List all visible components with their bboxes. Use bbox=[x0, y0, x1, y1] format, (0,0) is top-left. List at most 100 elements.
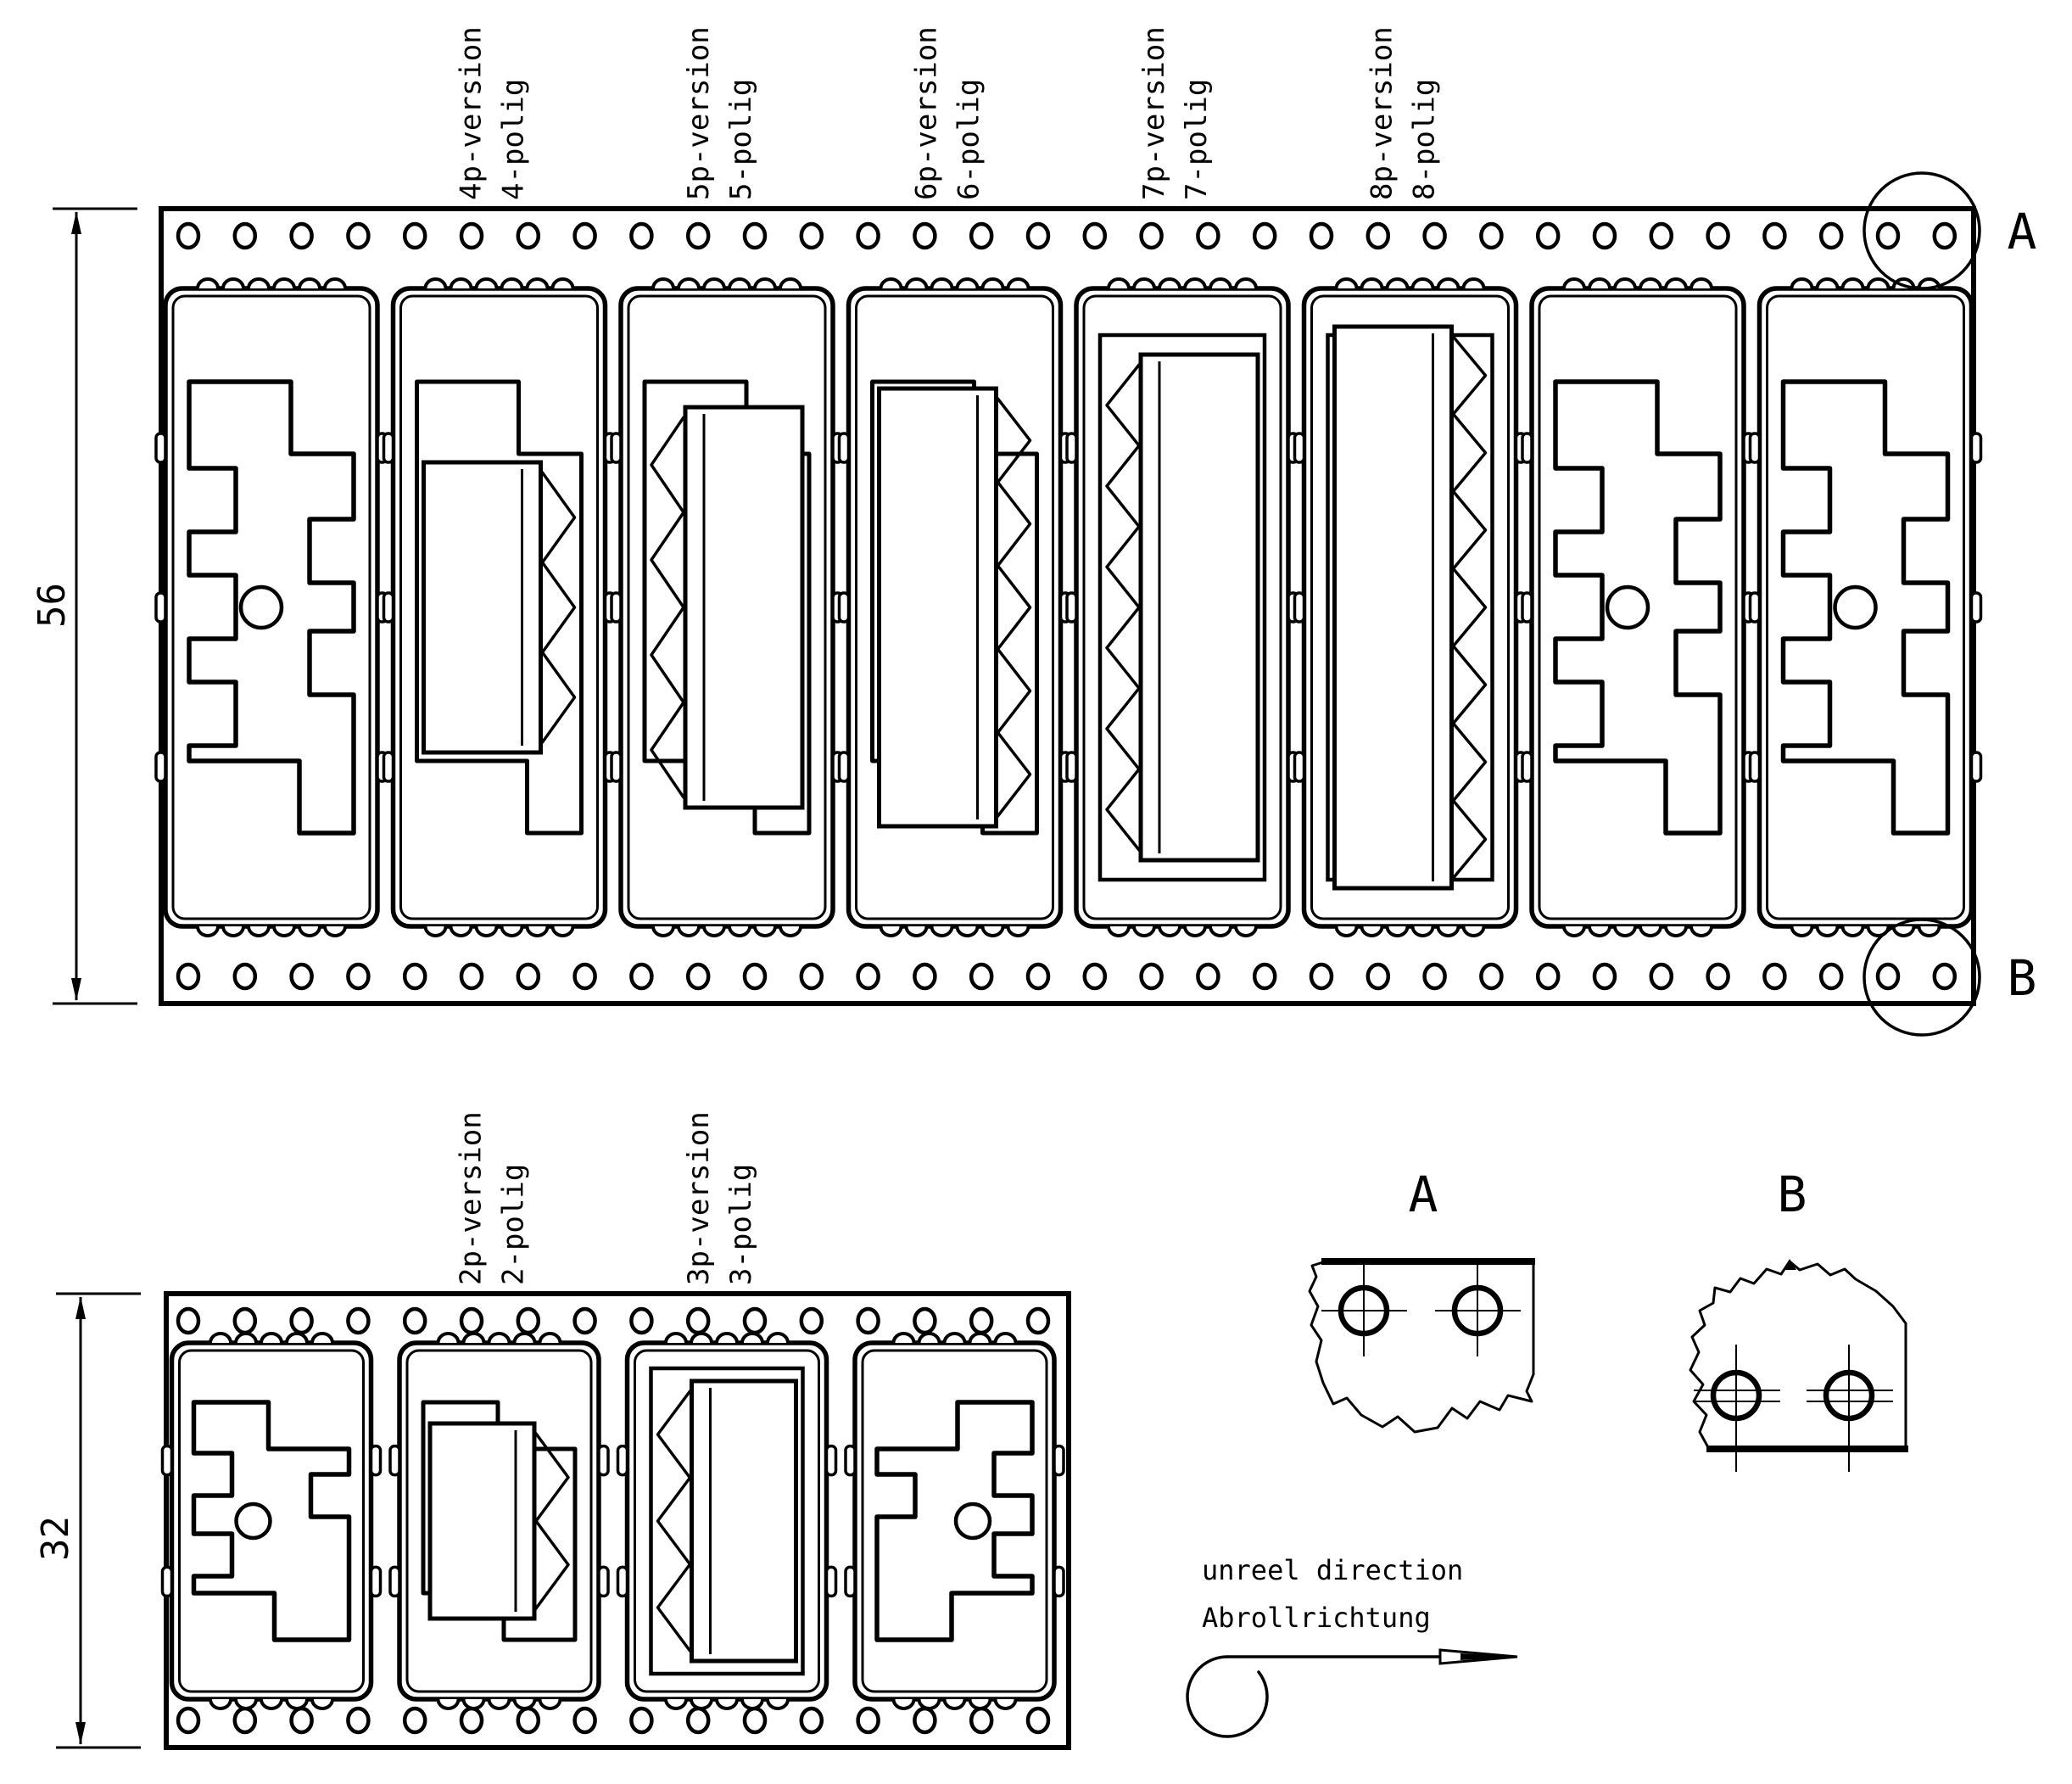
pocket-scallop-bump bbox=[1613, 277, 1637, 290]
sprocket-hole bbox=[176, 962, 201, 991]
pocket-scallop-bump bbox=[980, 277, 1005, 290]
pocket-scallop-bump bbox=[1234, 277, 1258, 290]
pocket-side-tab bbox=[837, 751, 851, 783]
pocket-side-tab bbox=[1053, 1565, 1065, 1598]
pocket-scallop-bump bbox=[1183, 925, 1207, 937]
pocket-scallop-bump bbox=[1562, 277, 1586, 290]
empty-cavity-contour bbox=[1553, 379, 1723, 836]
pocket-side-tab bbox=[597, 1444, 610, 1477]
pocket-scallop-bump bbox=[474, 925, 499, 937]
sprocket-hole bbox=[1422, 221, 1447, 250]
pocket-scallop-bump bbox=[740, 1332, 764, 1345]
sprocket-hole bbox=[1139, 962, 1164, 991]
pocket-side-tab bbox=[1969, 432, 1983, 464]
sprocket-hole bbox=[1535, 221, 1561, 250]
sprocket-hole bbox=[459, 1306, 484, 1335]
detail-marker-letter-b: B bbox=[2008, 949, 2037, 1007]
sprocket-hole bbox=[232, 1706, 258, 1735]
cavity-outline bbox=[649, 1366, 805, 1676]
pocket-scallop-bump bbox=[779, 277, 802, 290]
pocket-scallop-bump bbox=[1385, 277, 1410, 290]
pocket-scallop-bump bbox=[930, 277, 954, 290]
pocket-scallop-bump bbox=[1815, 925, 1840, 937]
sprocket-hole bbox=[969, 962, 994, 991]
connector-latch-zigzag bbox=[534, 1432, 570, 1610]
pocket-scallop-bump bbox=[461, 1697, 486, 1710]
pocket-scallop-bump bbox=[766, 1332, 790, 1345]
pocket-side-tab bbox=[154, 432, 167, 464]
sprocket-hole bbox=[1592, 221, 1617, 250]
sprocket-hole bbox=[913, 221, 937, 250]
sprocket-hole bbox=[913, 962, 937, 991]
pocket-scallop-bump bbox=[728, 925, 751, 937]
sprocket-hole bbox=[402, 1306, 427, 1335]
pocket-scallop-bump bbox=[323, 277, 347, 290]
pocket-side-tab bbox=[844, 1444, 857, 1477]
pocket-scallop-bump bbox=[285, 1697, 309, 1710]
empty-cavity-contour bbox=[874, 1400, 1035, 1642]
pocket-scallop-bump bbox=[904, 925, 929, 937]
sprocket-hole bbox=[1025, 1306, 1051, 1335]
sprocket-hole bbox=[1025, 221, 1051, 250]
sprocket-hole bbox=[1479, 962, 1504, 991]
pocket-side-tab bbox=[1748, 751, 1762, 783]
sprocket-hole bbox=[1082, 962, 1108, 991]
pocket-scallop-bump bbox=[1891, 925, 1916, 937]
detail-view-a: A bbox=[1308, 1166, 1535, 1434]
connector-latch-zigzag bbox=[996, 397, 1032, 818]
pocket-scallop-bump bbox=[1234, 925, 1258, 937]
pocket-label-6p-en: 6p-version bbox=[910, 26, 944, 200]
pocket-scallop-bump bbox=[1183, 277, 1207, 290]
pocket-scallop-bump bbox=[1360, 277, 1384, 290]
pocket-scallop-bump bbox=[1461, 277, 1486, 290]
pocket-outline-inner bbox=[1310, 294, 1510, 920]
sprocket-hole bbox=[572, 221, 597, 250]
sprocket-hole bbox=[1762, 221, 1787, 250]
sprocket-hole bbox=[1932, 962, 1958, 991]
sprocket-hole bbox=[1252, 221, 1277, 250]
sprocket-hole bbox=[1196, 962, 1220, 991]
dimension-56-arrow-down bbox=[71, 978, 81, 1001]
sprocket-hole bbox=[742, 221, 768, 250]
pocket-scallop-bump bbox=[512, 1332, 537, 1345]
pocket-scallop-bump bbox=[538, 1332, 562, 1345]
sprocket-hole bbox=[856, 962, 880, 991]
sprocket-hole bbox=[459, 221, 484, 250]
sprocket-hole bbox=[289, 1706, 314, 1735]
pocket-side-tab bbox=[1748, 432, 1762, 464]
empty-cavity-contour bbox=[187, 379, 356, 836]
pocket-scallop-bump bbox=[1461, 925, 1486, 937]
pocket-label-4p-en: 4p-version bbox=[455, 26, 489, 200]
pocket-scallop-bump bbox=[512, 1697, 537, 1710]
pocket-scallop-bump bbox=[209, 1697, 232, 1710]
pocket-scallop-bump bbox=[1613, 925, 1637, 937]
pocket-side-tab bbox=[1521, 432, 1533, 464]
pocket-label-8p-en: 8p-version bbox=[1366, 26, 1399, 200]
pocket-label-7p-en: 7p-version bbox=[1137, 26, 1171, 200]
pocket-scallop-bump bbox=[525, 277, 550, 290]
pocket-scallop-bump bbox=[260, 1697, 283, 1710]
sprocket-hole bbox=[1196, 221, 1220, 250]
pocket-scallop-bump bbox=[993, 1332, 1018, 1345]
sprocket-hole bbox=[1875, 962, 1901, 991]
sprocket-hole bbox=[1706, 962, 1730, 991]
pocket-scallop-bump bbox=[487, 1332, 511, 1345]
sprocket-hole bbox=[516, 1306, 541, 1335]
pocket-outline bbox=[163, 286, 380, 929]
pocket-scallop-bump bbox=[677, 925, 701, 937]
sprocket-hole bbox=[402, 1706, 427, 1735]
detail-b-torn-edge bbox=[1689, 1260, 1907, 1451]
pocket-scallop-bump bbox=[221, 277, 245, 290]
pocket-scallop-bump bbox=[1562, 925, 1586, 937]
pocket-scallop-bump bbox=[260, 1332, 283, 1345]
sprocket-hole bbox=[516, 962, 541, 991]
sprocket-hole bbox=[346, 221, 371, 250]
pocket-scallop-bump bbox=[1840, 277, 1865, 290]
pocket-outline bbox=[1529, 286, 1746, 929]
sprocket-hole bbox=[1592, 962, 1617, 991]
sprocket-hole bbox=[232, 962, 258, 991]
pocket-scallop-bump bbox=[436, 1697, 461, 1710]
